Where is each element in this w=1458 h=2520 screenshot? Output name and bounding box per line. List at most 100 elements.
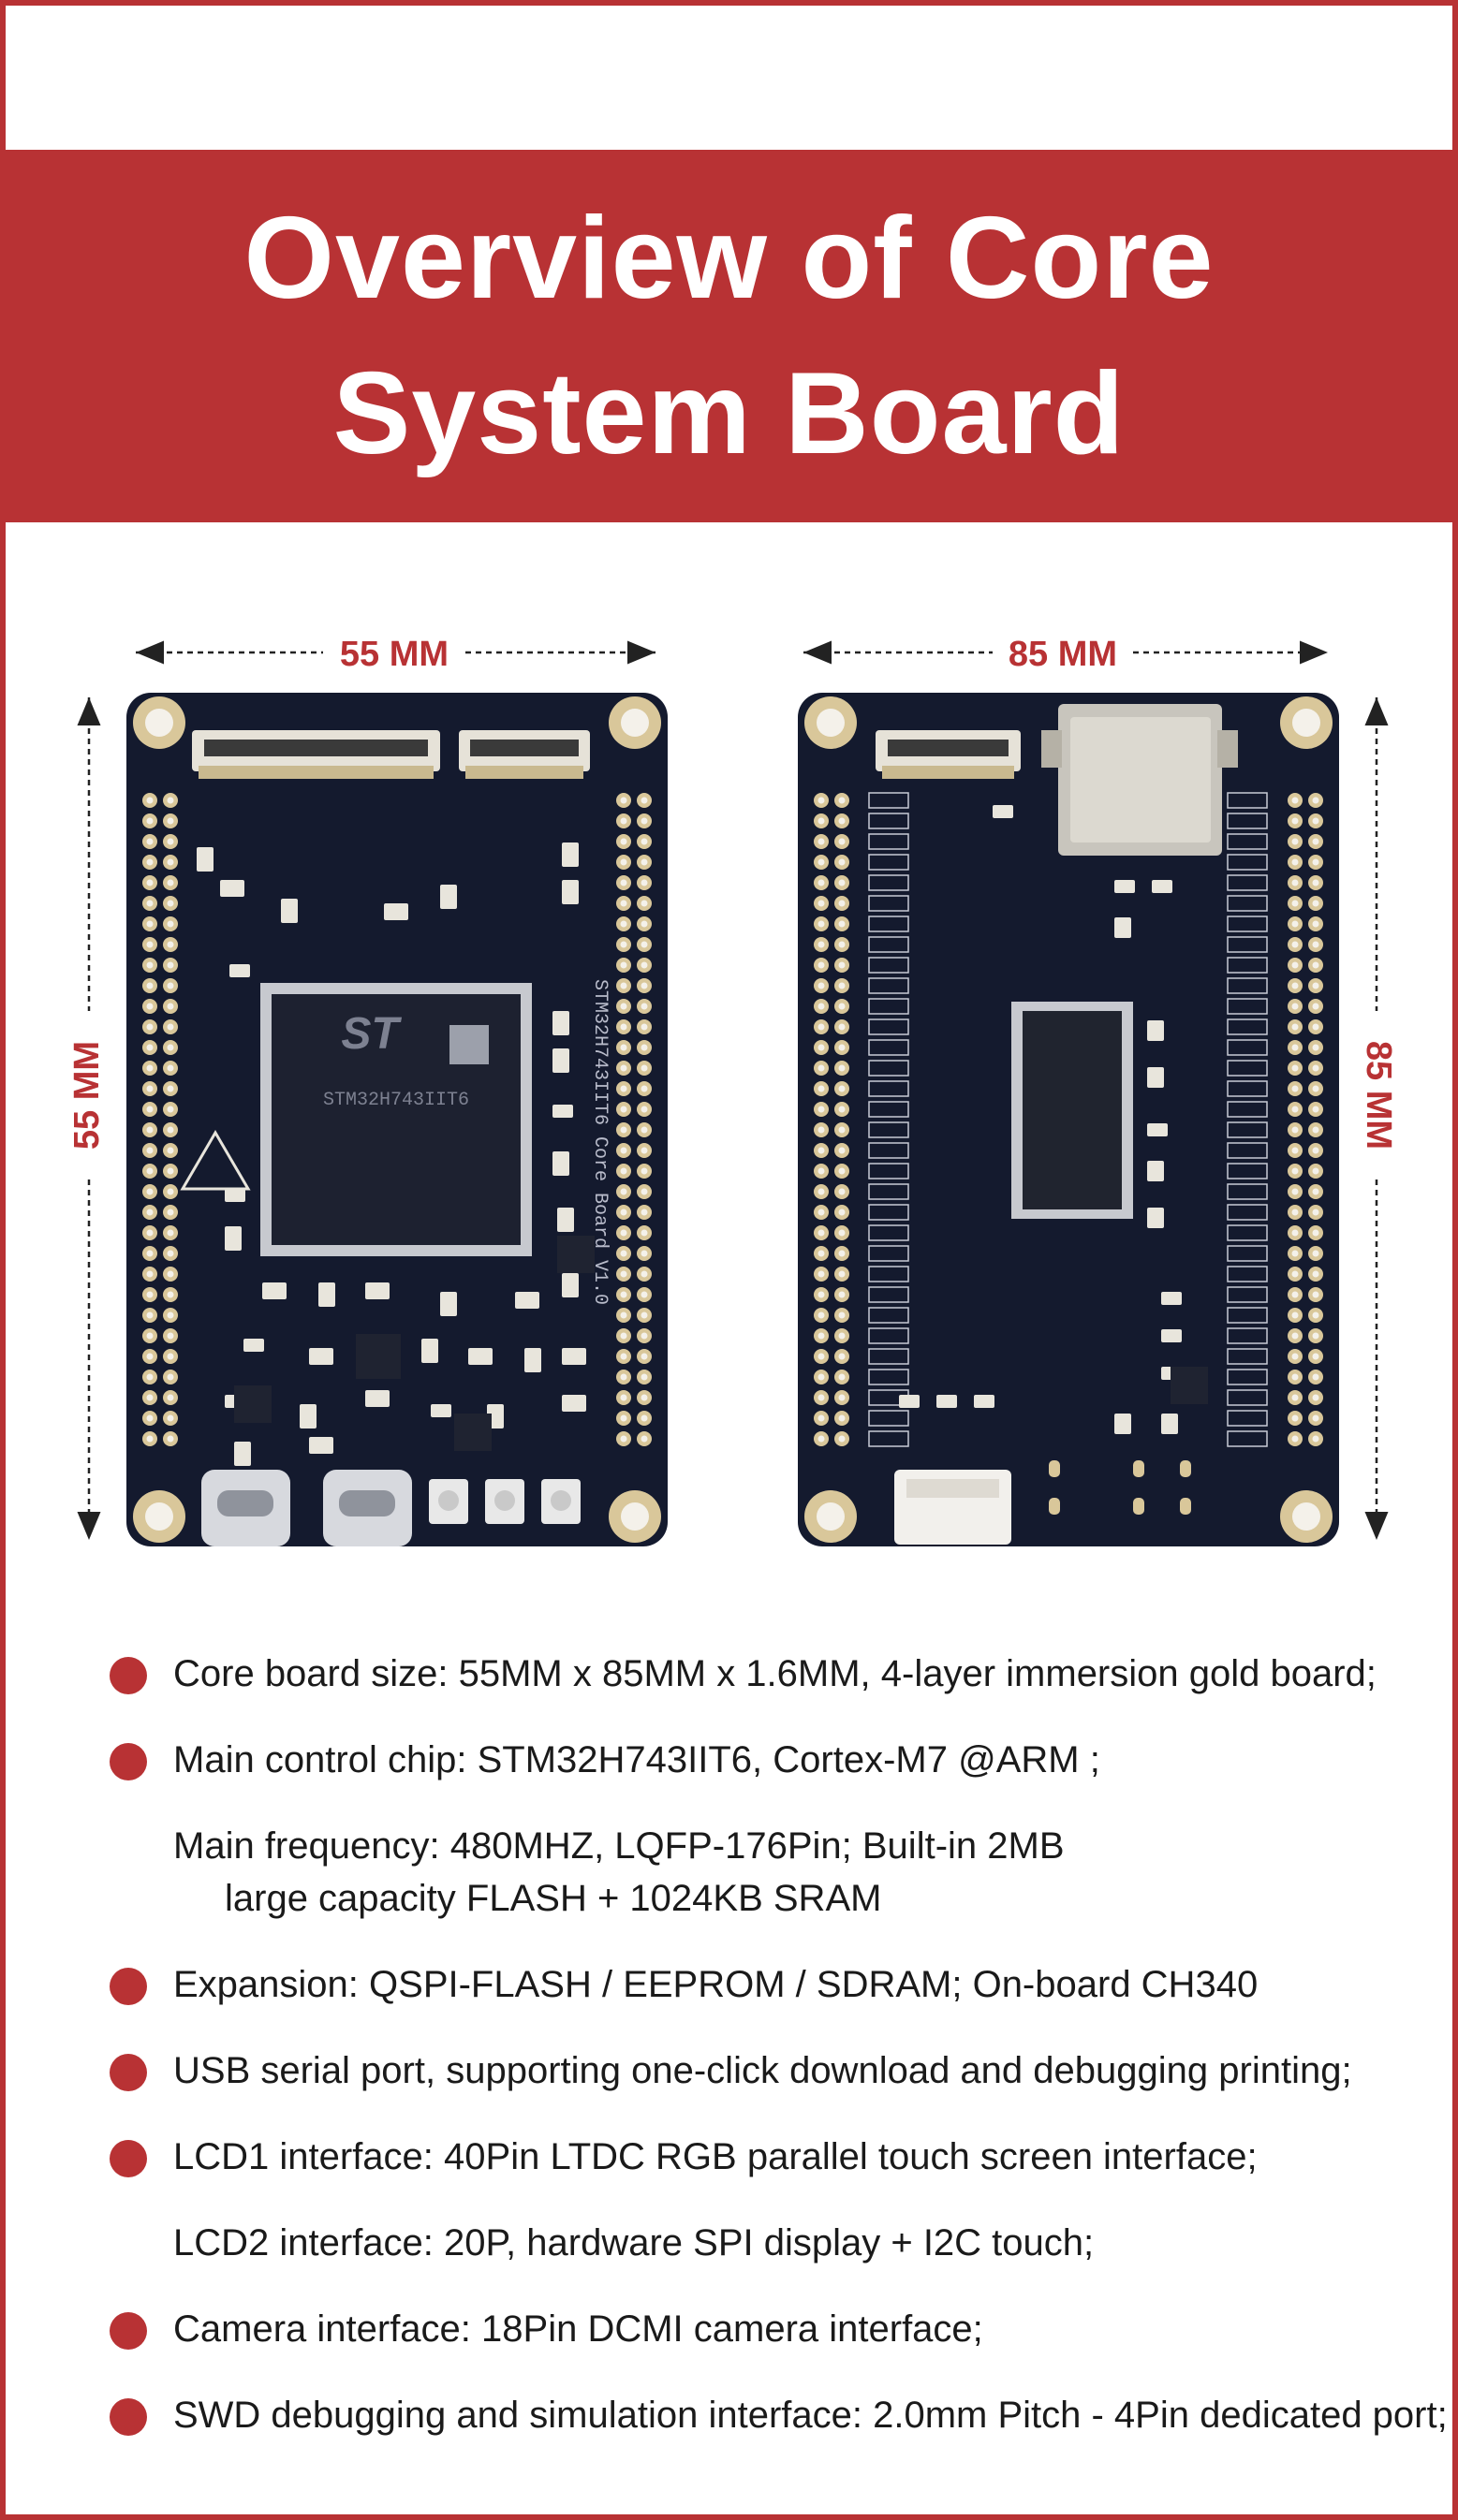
smd-part	[524, 1348, 541, 1372]
header-pin-hole	[146, 1435, 154, 1443]
header-pin-hole	[146, 1332, 154, 1340]
header-pin-hole	[838, 1414, 846, 1422]
header-pin-hole	[1291, 879, 1299, 886]
header-pin-hole	[1312, 1044, 1319, 1051]
header-pin-hole	[1312, 1332, 1319, 1340]
spec-item: large capacity FLASH + 1024KB SRAM	[0, 1872, 1458, 1928]
header-pin-hole	[167, 1044, 174, 1051]
silk-label-box	[868, 1018, 909, 1035]
mounting-holes	[133, 696, 661, 1543]
silk-label-box	[868, 1410, 909, 1427]
header-pin-hole	[1291, 1414, 1299, 1422]
header-pin-hole	[620, 1353, 627, 1360]
header-pin-hole	[1312, 1311, 1319, 1319]
header-pin-hole	[167, 1023, 174, 1031]
silk-label-box	[1227, 1286, 1268, 1303]
header-pin-hole	[1291, 920, 1299, 928]
header-pin-hole	[620, 879, 627, 886]
silk-label-box	[1227, 854, 1268, 871]
header-pin-hole	[641, 1147, 648, 1154]
header-pin-hole	[1312, 1106, 1319, 1113]
header-pin-hole	[1312, 941, 1319, 948]
header-pin-hole	[620, 1085, 627, 1092]
header-pin-hole	[167, 1291, 174, 1298]
header-pin-hole	[641, 900, 648, 907]
silk-label-box	[868, 1348, 909, 1365]
header-pin-hole	[167, 982, 174, 989]
silk-label-box	[1227, 1245, 1268, 1262]
header-pin-hole	[167, 1064, 174, 1072]
header-pin-hole	[838, 920, 846, 928]
header-pin-hole	[1291, 1229, 1299, 1237]
test-pad	[1180, 1498, 1191, 1515]
bullet-dot	[110, 2054, 147, 2091]
smd-part	[384, 903, 408, 920]
header-pin-hole	[838, 961, 846, 969]
back-mounting-holes	[804, 696, 1333, 1543]
header-pin-hole	[1312, 1023, 1319, 1031]
silk-label-box	[868, 1369, 909, 1385]
header-pin-hole	[1312, 1003, 1319, 1010]
header-pin-hole	[838, 1229, 846, 1237]
header-pin-hole	[167, 838, 174, 845]
header-pin-hole	[146, 920, 154, 928]
header-pin-hole	[1312, 1414, 1319, 1422]
header-pin-hole	[146, 817, 154, 825]
header-pin-hole	[620, 1126, 627, 1134]
header-pin-hole	[1312, 1270, 1319, 1278]
header-pin-hole	[641, 1209, 648, 1216]
header-pin-hole	[146, 1064, 154, 1072]
header-pin-hole	[167, 817, 174, 825]
header-pin-hole	[620, 1250, 627, 1257]
header-pin-hole	[146, 1003, 154, 1010]
header-pin-hole	[1312, 1085, 1319, 1092]
header-pin-hole	[146, 1126, 154, 1134]
header-pin-hole	[1312, 1250, 1319, 1257]
spec-item: Main control chip: STM32H743IIT6, Cortex…	[0, 1734, 1458, 1790]
silk-label-box	[868, 1163, 909, 1179]
spec-item: USB serial port, supporting one-click do…	[0, 2044, 1458, 2101]
header-pin-hole	[641, 1064, 648, 1072]
header-pin-hole	[1312, 920, 1319, 928]
silk-label-box	[1227, 1348, 1268, 1365]
header-pin-hole	[146, 1414, 154, 1422]
silk-label-box	[868, 998, 909, 1015]
silk-label-box	[868, 1121, 909, 1138]
header-pin-hole	[1291, 961, 1299, 969]
header-pin-hole	[167, 1332, 174, 1340]
smd-part	[318, 1282, 335, 1307]
header-pin-hole	[838, 1394, 846, 1401]
header-pin-hole	[838, 797, 846, 804]
header-pin-hole	[146, 1209, 154, 1216]
smd-part	[440, 885, 457, 909]
header-pin-hole	[1312, 1064, 1319, 1072]
silk-label-box	[1227, 1039, 1268, 1056]
silk-label-box	[868, 916, 909, 932]
header-pin-hole	[641, 941, 648, 948]
header-pin-hole	[817, 1332, 825, 1340]
header-pin-hole	[167, 961, 174, 969]
header-pin-hole	[817, 879, 825, 886]
header-pin-hole	[620, 1147, 627, 1154]
silk-label-box	[1227, 1224, 1268, 1241]
test-pad	[1180, 1460, 1191, 1477]
header-pin-hole	[620, 941, 627, 948]
header-pin-hole	[1291, 900, 1299, 907]
silk-label-box	[868, 854, 909, 871]
silk-label-box	[868, 792, 909, 809]
smd-part	[936, 1395, 957, 1408]
header-pin-hole	[1312, 1353, 1319, 1360]
header-pin-hole	[817, 900, 825, 907]
header-pin-hole	[817, 1209, 825, 1216]
header-pin-hole	[817, 1167, 825, 1175]
bullet-dot	[110, 2398, 147, 2436]
left-pin-header	[142, 793, 178, 1446]
silk-label-box	[1227, 916, 1268, 932]
header-pin-hole	[620, 1023, 627, 1031]
header-pin-hole	[167, 920, 174, 928]
header-pin-hole	[167, 1126, 174, 1134]
header-pin-hole	[641, 1250, 648, 1257]
back-height-dimension: 85 MM	[1359, 697, 1398, 1540]
smd-part	[552, 1011, 569, 1035]
front-height-label: 55 MM	[67, 1041, 107, 1150]
